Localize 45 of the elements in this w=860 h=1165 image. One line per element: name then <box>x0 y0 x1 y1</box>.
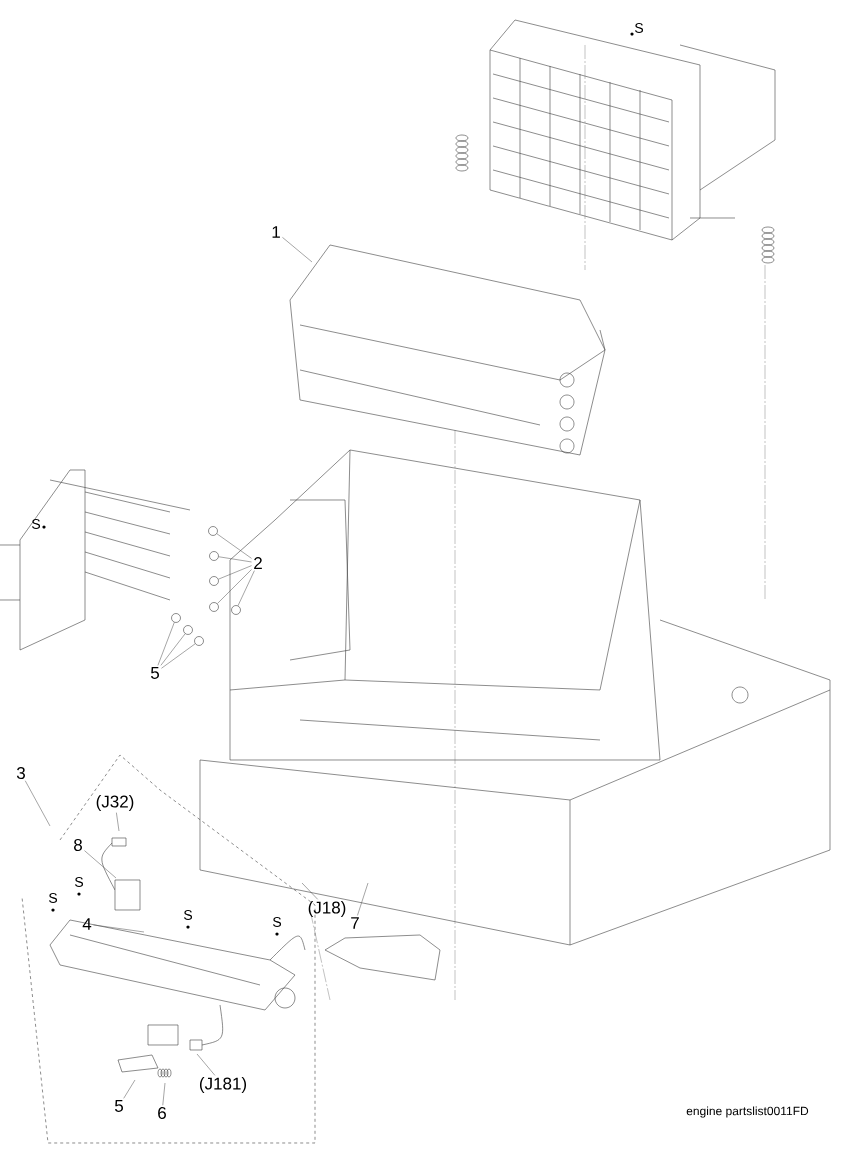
callout-number: (J32) <box>96 795 134 811</box>
leader-line <box>157 622 175 666</box>
callout-number: (J181) <box>199 1077 247 1093</box>
leader-line <box>218 565 252 580</box>
screw-mark: S <box>273 917 282 936</box>
leader-line <box>84 850 117 879</box>
callout-number: 1 <box>272 226 280 238</box>
leader-line <box>196 1053 216 1076</box>
callout-number: 5 <box>114 1100 123 1112</box>
screw <box>208 526 218 536</box>
leader-line <box>162 1082 166 1106</box>
callout-number: 6 <box>158 1107 166 1119</box>
leader-line <box>116 812 120 832</box>
callout-number: 7 <box>351 917 359 929</box>
callout-number: 4 <box>82 918 92 930</box>
screw <box>209 551 219 561</box>
screw <box>209 576 219 586</box>
leader-line <box>123 1079 136 1099</box>
screw <box>231 605 241 615</box>
leader-line <box>282 237 313 263</box>
screw-mark: S <box>74 877 84 896</box>
screw-mark: S <box>184 910 193 929</box>
screw-mark: S <box>48 893 58 912</box>
leader-line <box>237 570 255 606</box>
screw <box>194 636 204 646</box>
callout-number: 3 <box>16 767 25 779</box>
leader-line <box>301 882 318 900</box>
callout-number: (J18) <box>308 901 346 917</box>
leader-line <box>218 556 252 563</box>
screw-mark: S <box>31 519 46 529</box>
callout-number: 5 <box>150 667 159 679</box>
leader-line <box>161 643 196 669</box>
leader-line <box>24 780 51 827</box>
screw <box>171 613 181 623</box>
screw <box>209 602 219 612</box>
figure-code: engine partslist0011FD <box>686 1106 809 1118</box>
leader-line <box>216 533 252 559</box>
screw <box>183 625 193 635</box>
leader-line <box>357 882 369 916</box>
leader-line <box>160 633 186 666</box>
leader-line <box>217 569 252 604</box>
callout-number: 8 <box>74 839 82 851</box>
screw-mark: S <box>630 23 644 36</box>
leader-line <box>93 924 145 933</box>
callout-number: 2 <box>254 557 262 569</box>
